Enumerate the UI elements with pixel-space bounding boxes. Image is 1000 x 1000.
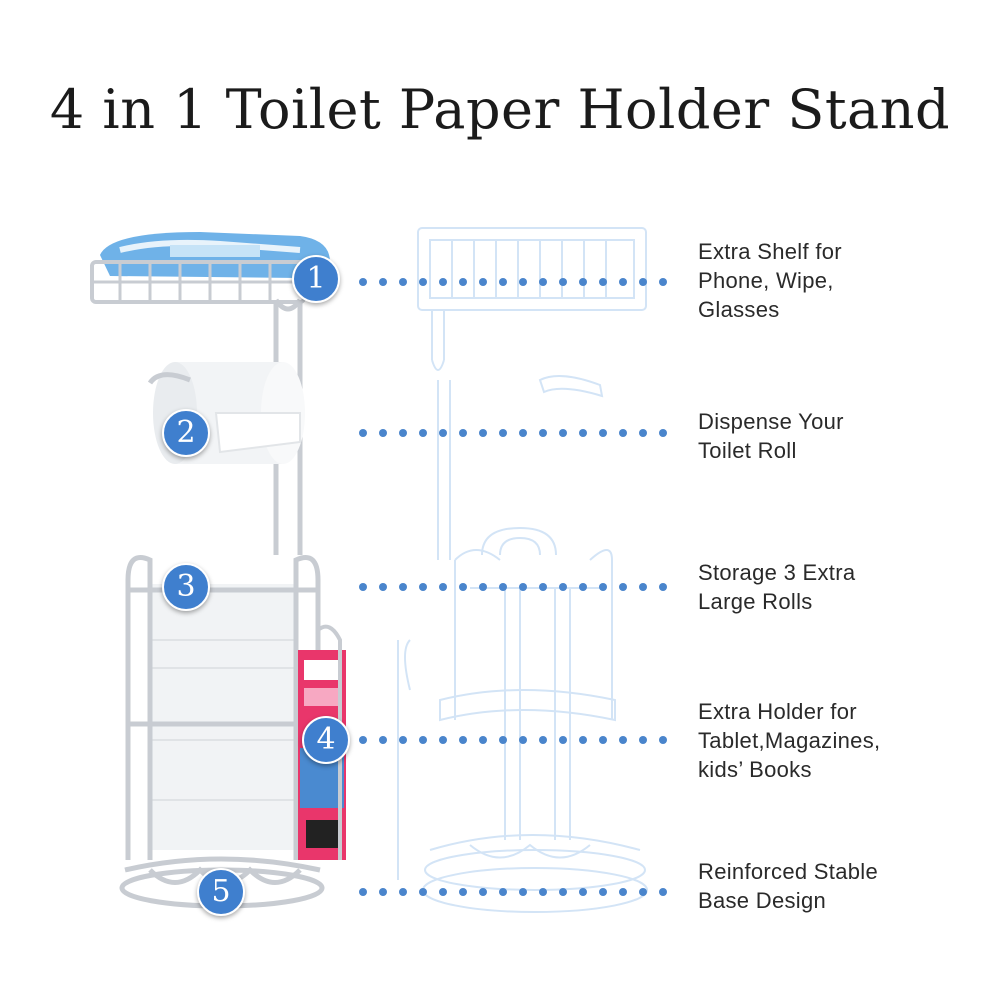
badge-3: 3 <box>162 563 210 611</box>
feature-line: Glasses <box>698 297 780 322</box>
feature-line: Storage 3 Extra <box>698 560 856 585</box>
feature-line: Extra Holder for <box>698 699 857 724</box>
roll-storage-cage <box>119 555 325 909</box>
feature-line: Extra Shelf for <box>698 239 842 264</box>
feature-line: Base Design <box>698 888 827 913</box>
page-title: 4 in 1 Toilet Paper Holder Stand <box>49 78 951 141</box>
feature-3-text: Storage 3 Extra Large Rolls <box>698 558 855 616</box>
feature-line: Reinforced Stable <box>698 859 878 884</box>
feature-2-text: Dispense Your Toilet Roll <box>698 407 844 465</box>
feature-5-text: Reinforced Stable Base Design <box>698 857 878 915</box>
top-shelf <box>90 232 330 304</box>
feature-line: Dispense Your <box>698 409 844 434</box>
badge-4: 4 <box>302 716 350 764</box>
feature-line: Tablet,Magazines, <box>698 728 881 753</box>
stand-outline-drawing <box>397 227 648 913</box>
feature-line: kids’ Books <box>698 757 812 782</box>
feature-line: Phone, Wipe, <box>698 268 834 293</box>
badge-1: 1 <box>292 255 340 303</box>
badge-2: 2 <box>162 409 210 457</box>
badge-5: 5 <box>197 868 245 916</box>
dotted-leader-lines <box>359 278 667 896</box>
feature-line: Toilet Roll <box>698 438 797 463</box>
feature-4-text: Extra Holder for Tablet,Magazines, kids’… <box>698 697 880 784</box>
feature-line: Large Rolls <box>698 589 813 614</box>
feature-1-text: Extra Shelf for Phone, Wipe, Glasses <box>698 237 842 324</box>
